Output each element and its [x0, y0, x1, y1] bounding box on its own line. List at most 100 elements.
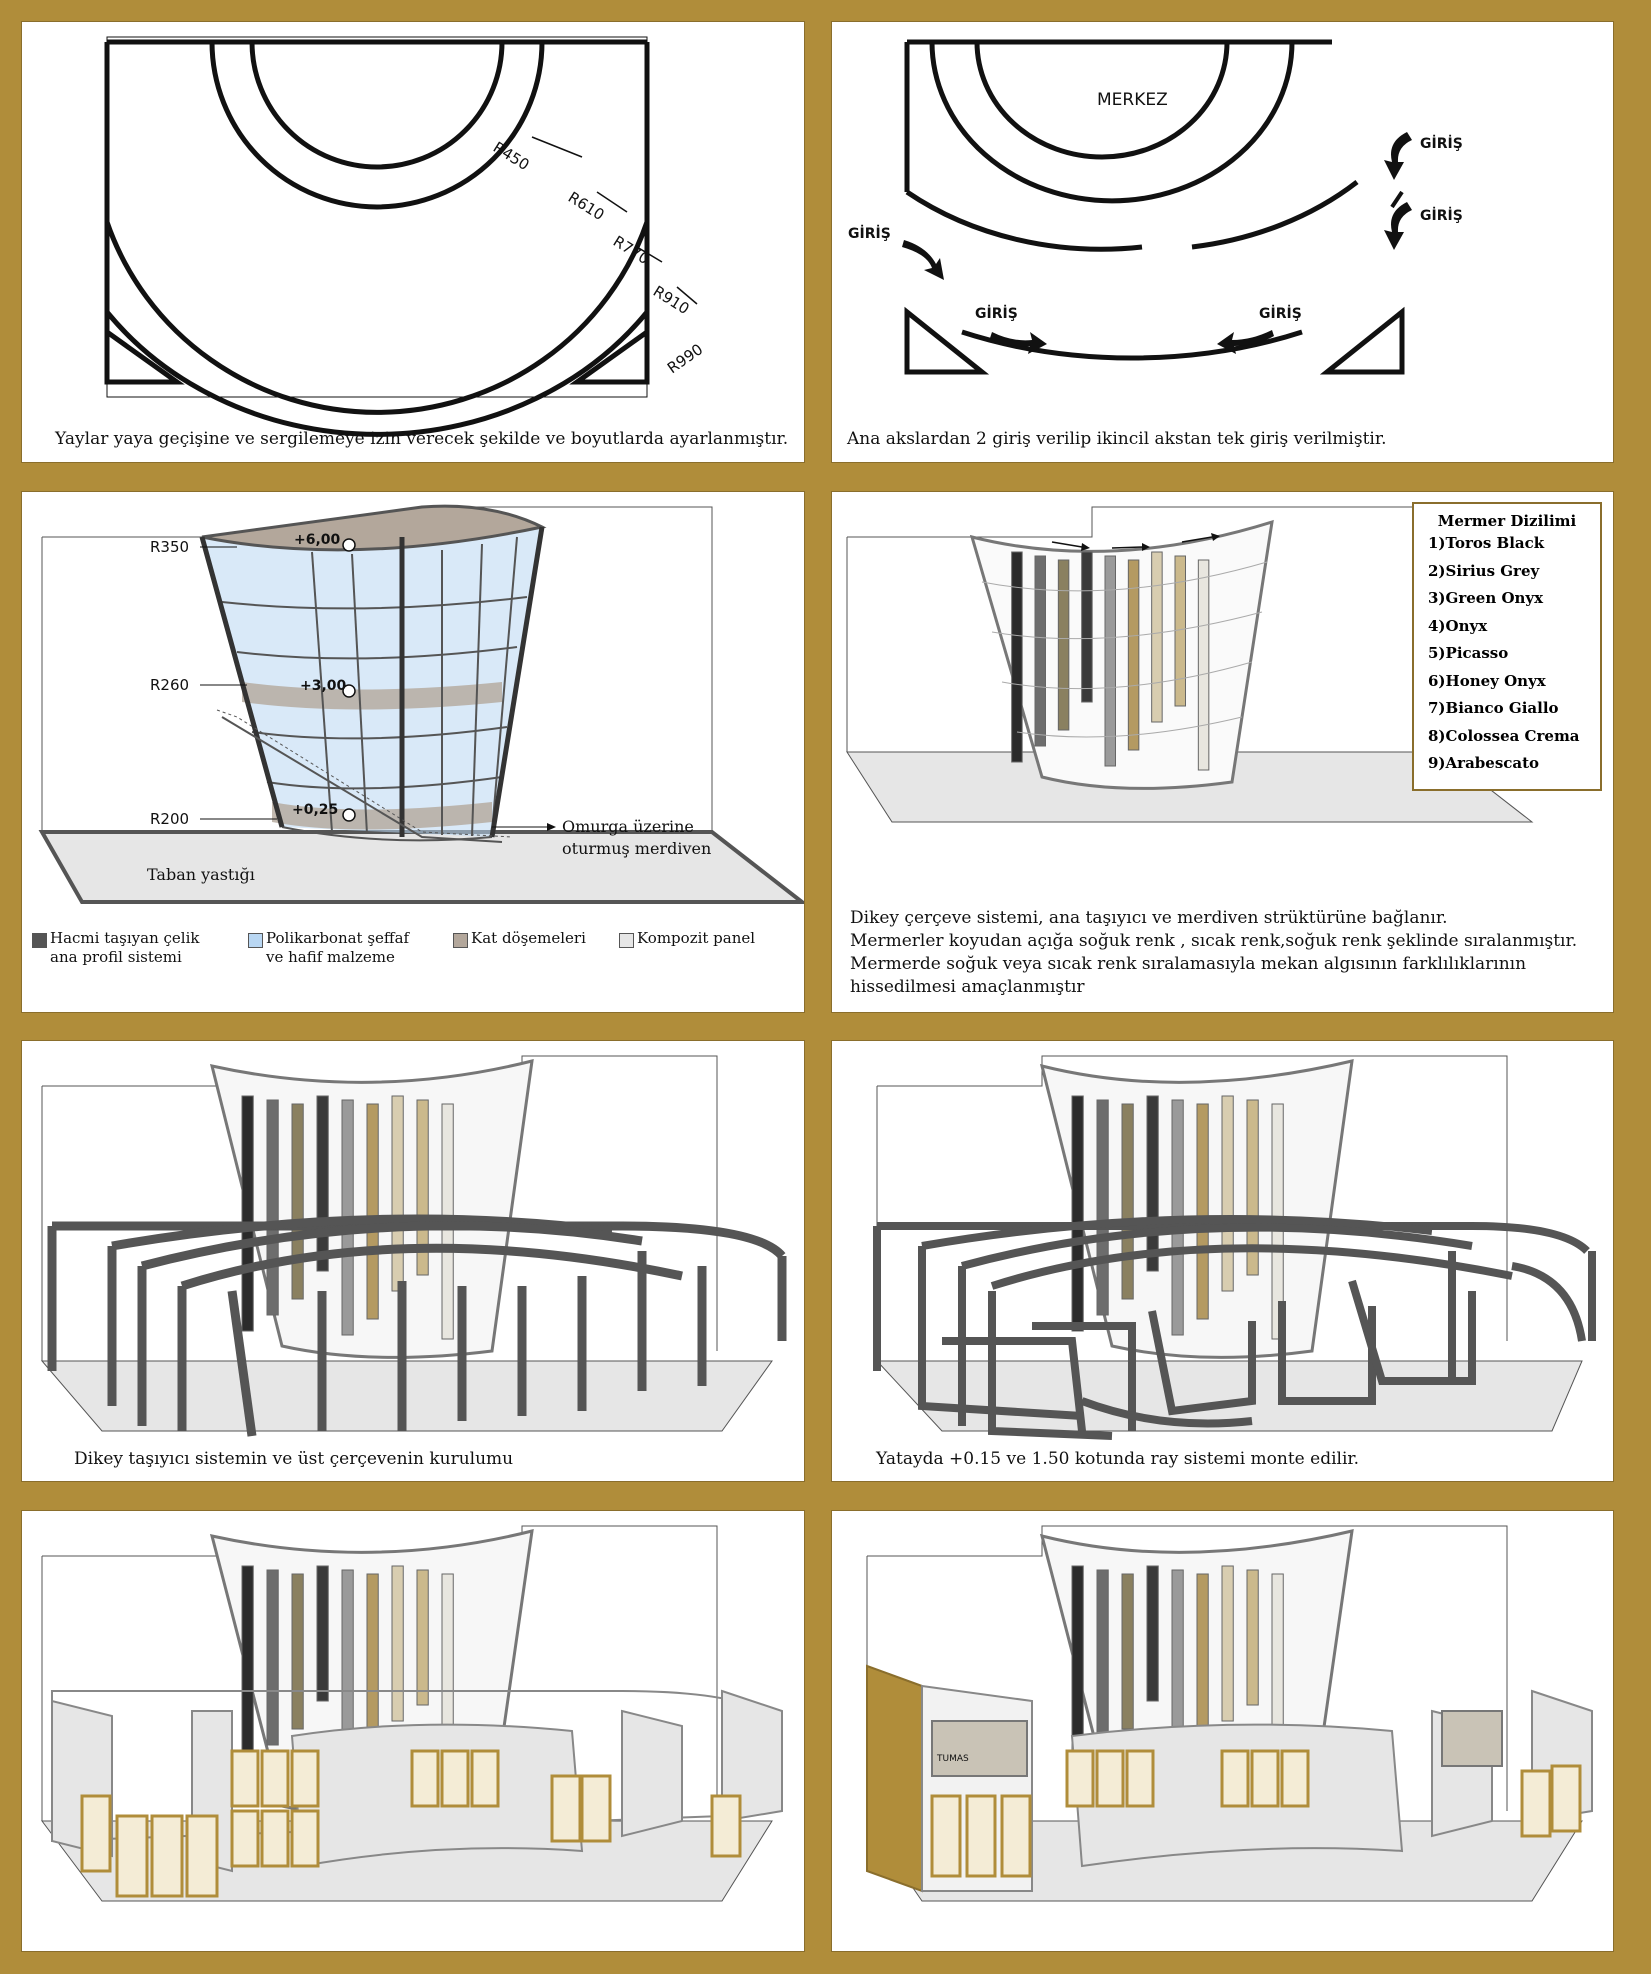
- marble-strip: [1096, 1099, 1109, 1316]
- composite-drawing: [41, 1525, 783, 1902]
- legend-steel-line2: ana profil sistemi: [50, 948, 182, 966]
- marble-strip: [416, 1099, 429, 1276]
- marble-list-title: Mermer Dizilimi: [1437, 512, 1577, 530]
- marble-strip: [1197, 559, 1210, 771]
- final-drawing: TUMAS: [866, 1525, 1593, 1902]
- radius-r350: R350: [150, 538, 189, 556]
- marble-item: 5)Picasso: [1428, 644, 1509, 662]
- entry-label-4: GİRİŞ: [975, 305, 1018, 322]
- panel-final: TUMAS: [831, 1510, 1614, 1952]
- marble-strip: [391, 1095, 404, 1292]
- marble-strip: [291, 1573, 304, 1730]
- marble-item: 4)Onyx: [1428, 616, 1488, 635]
- legend-swatch-slab: [453, 933, 468, 948]
- legend-glass-line1: Polikarbonat şeffaf: [266, 929, 410, 947]
- marble-item: 2)Sirius Grey: [1428, 561, 1540, 580]
- marble-strip: [1146, 1095, 1159, 1272]
- rail-drawing: [873, 1055, 1596, 1440]
- marble-strip: [1104, 555, 1116, 767]
- legend-slab: Kat döşemeleri: [471, 929, 586, 948]
- gold-wall: [866, 1664, 923, 1893]
- marble-list: Mermer Dizilimi 1)Toros Black 2)Sirius G…: [1412, 502, 1602, 791]
- marble-strip: [1246, 1099, 1259, 1276]
- entry-label-1: GİRİŞ: [1420, 135, 1463, 152]
- panel-arc-plan: R450 R610 R770 R910 R990 Yaylar yaya geç…: [21, 21, 805, 463]
- marble-item: 3)Green Onyx: [1428, 589, 1544, 607]
- marble-strip: [1034, 555, 1046, 747]
- entry-label-2: GİRİŞ: [1420, 207, 1463, 224]
- marble-strip: [366, 1573, 379, 1750]
- marble-strip: [241, 1095, 254, 1332]
- marble-strips-8: [1071, 1565, 1284, 1770]
- panel-entries-plan: MERKEZ GİRİŞ GİRİŞ GİRİŞ GİRİŞ GİRİŞ Ana…: [831, 21, 1614, 463]
- radius-label-4: R910: [650, 282, 693, 318]
- marble-strip: [1196, 1103, 1209, 1320]
- panel4-caption-line4: hissedilmesi amaçlanmıştır: [850, 977, 1085, 997]
- marble-strip: [1221, 1095, 1234, 1292]
- marble-strip: [1096, 1569, 1109, 1746]
- radius-r200: R200: [150, 810, 189, 828]
- vertical-frame-drawing: [40, 1055, 787, 1437]
- marble-strip: [1246, 1569, 1259, 1706]
- final-windows: [930, 1749, 1582, 1878]
- radius-r260: R260: [150, 676, 189, 694]
- legend-swatch-glass: [248, 933, 263, 948]
- entries-plan-drawing: MERKEZ GİRİŞ GİRİŞ GİRİŞ GİRİŞ GİRİŞ: [848, 39, 1463, 375]
- marble-strip: [266, 1099, 279, 1316]
- banner-left: [931, 1720, 1028, 1777]
- entry-arrows: [902, 132, 1412, 354]
- structure-drawing: +6,00 +3,00 +0,25 R350 R260 R200 Omurga …: [38, 504, 804, 904]
- marble-strip: [316, 1095, 329, 1272]
- legend-steel-line1: Hacmi taşıyan çelik: [50, 929, 200, 947]
- panel6-caption: Yatayda +0.15 ve 1.50 kotunda ray sistem…: [876, 1449, 1360, 1469]
- rail-frame: [873, 1215, 1596, 1440]
- arc-plan-drawing: R450 R610 R770 R910 R990: [104, 36, 706, 437]
- legend-panel: Kompozit panel: [637, 929, 755, 948]
- panel4-caption-line1: Dikey çerçeve sistemi, ana taşıyıcı ve m…: [850, 908, 1448, 928]
- marble-strip: [1011, 551, 1023, 763]
- marble-strip: [416, 1569, 429, 1706]
- level-025: +0,25: [292, 802, 338, 818]
- legend-swatch-steel: [32, 933, 47, 948]
- panel-vertical-frame: Dikey taşıyıcı sistemin ve üst çerçeveni…: [21, 1040, 805, 1482]
- marble-strip: [1071, 1095, 1084, 1332]
- marble-strip: [1146, 1565, 1159, 1702]
- legend-glass-line2: ve hafif malzeme: [266, 948, 395, 966]
- marble-strip: [241, 1565, 254, 1762]
- marble-strip: [1081, 551, 1093, 703]
- entry-label-3: GİRİŞ: [848, 225, 891, 242]
- legend-slab-line1: Kat döşemeleri: [471, 929, 586, 947]
- panel4-caption-line2: Mermerler koyudan açığa soğuk renk , sıc…: [850, 931, 1578, 951]
- marble-strip: [1121, 1103, 1134, 1300]
- marble-item: 9)Arabescato: [1428, 754, 1540, 772]
- legend-swatch-panel: [619, 933, 634, 948]
- level-3: +3,00: [300, 678, 347, 694]
- marble-strips: [1011, 551, 1210, 771]
- marble-strip: [1151, 551, 1163, 723]
- radius-label-1: R450: [490, 138, 533, 174]
- marble-strip: [1174, 555, 1186, 707]
- level-6: +6,00: [294, 532, 341, 548]
- marble-strip: [1127, 559, 1140, 751]
- stair-note-2: oturmuş merdiven: [562, 839, 711, 858]
- marble-strips-7: [241, 1565, 454, 1770]
- banner-text: TUMAS: [936, 1754, 969, 1764]
- marble-strip: [391, 1565, 404, 1722]
- marble-strip: [1057, 559, 1070, 731]
- stair-note-1: Omurga üzerine: [562, 817, 694, 836]
- legend-panel-line1: Kompozit panel: [637, 929, 756, 947]
- display-windows: [80, 1749, 742, 1898]
- panel-composite: [21, 1510, 805, 1952]
- marble-strip: [291, 1103, 304, 1300]
- marble-strip: [1196, 1573, 1209, 1750]
- marble-item: 6)Honey Onyx: [1428, 671, 1546, 690]
- panel2-caption: Ana akslardan 2 giriş verilip ikincil ak…: [847, 429, 1387, 449]
- panel-rail: Yatayda +0.15 ve 1.50 kotunda ray sistem…: [831, 1040, 1614, 1482]
- marble-item: 1)Toros Black: [1428, 534, 1545, 552]
- panel5-caption: Dikey taşıyıcı sistemin ve üst çerçeveni…: [74, 1449, 514, 1469]
- marble-strip: [1221, 1565, 1234, 1722]
- panel-structure: +6,00 +3,00 +0,25 R350 R260 R200 Omurga …: [21, 491, 805, 1013]
- entry-label-5: GİRİŞ: [1259, 305, 1302, 322]
- marble-strip: [316, 1565, 329, 1702]
